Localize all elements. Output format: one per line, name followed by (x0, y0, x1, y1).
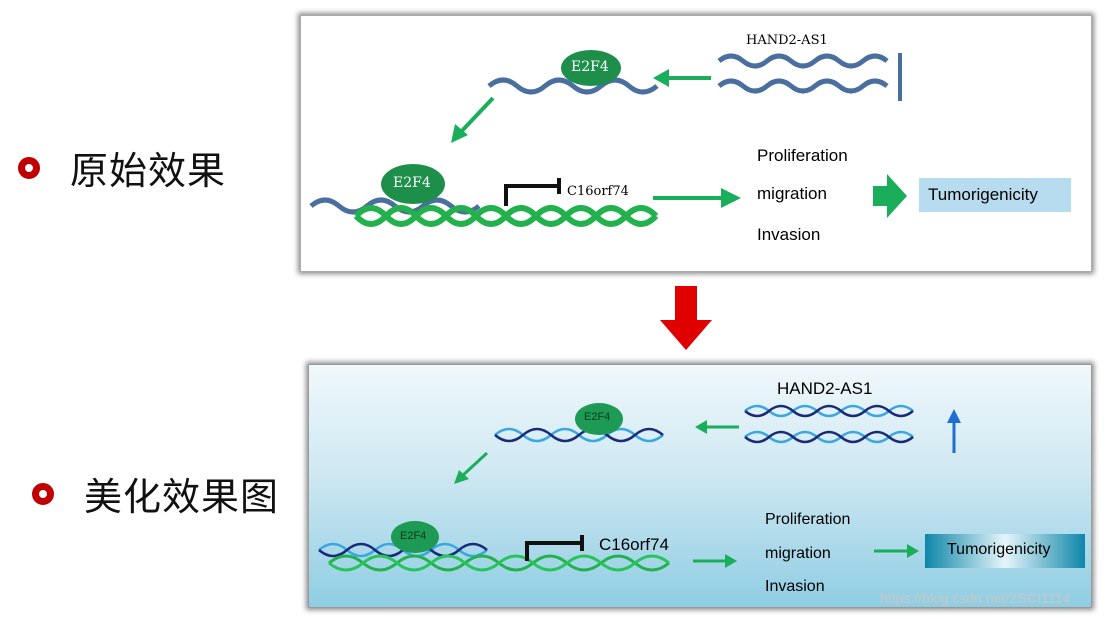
lncrna-label: HAND2-AS1 (777, 379, 873, 398)
lncrna-strand-1 (717, 53, 889, 69)
arrow-diagonal-icon (459, 451, 489, 479)
label-original-text: 原始效果 (70, 149, 227, 193)
tf-top-label: E2F4 (571, 59, 609, 75)
promoter-icon (525, 541, 582, 561)
phenotype-invasion: Invasion (757, 225, 821, 244)
bottom-blue-strand (309, 197, 481, 215)
circle-bullet-icon (32, 482, 54, 505)
arrow-diagonal-icon (457, 96, 495, 136)
phenotype-migration: migration (757, 184, 827, 203)
phenotype-migration: migration (765, 545, 831, 562)
phenotype-proliferation: Proliferation (757, 146, 848, 165)
block-arrow-icon (873, 174, 907, 218)
gene-label: C16orf74 (599, 535, 669, 554)
tf-top-label: E2F4 (584, 411, 611, 423)
tf-bottom-label: E2F4 (400, 530, 427, 542)
watermark: https://blog.csdn.net/ZSCI1114 (880, 590, 1071, 606)
tf-top-blob (575, 403, 623, 435)
tumorigenicity-box (919, 178, 1071, 212)
tumorigenicity-label: Tumorigenicity (947, 541, 1051, 558)
tumorigenicity-label: Tumorigenicity (928, 185, 1038, 204)
tf-bottom-blob (391, 521, 439, 553)
lncrna-label: HAND2-AS1 (746, 33, 828, 48)
phenotype-invasion: Invasion (765, 578, 825, 595)
tumorigenicity-box (925, 534, 1085, 568)
gene-label: C16orf74 (567, 184, 629, 199)
circle-bullet-icon (18, 156, 40, 179)
panel-original: HAND2-AS1 E2F4 E2F4 C16orf74 Proliferati… (300, 15, 1092, 272)
panel-beautified: HAND2-AS1 E2F4 E2F4 C16orf74 Proliferati… (308, 364, 1092, 608)
phenotype-proliferation: Proliferation (765, 511, 851, 528)
beautified-diagram (318, 403, 1085, 572)
tf-top-blob (561, 50, 621, 86)
promoter-icon (504, 184, 559, 206)
label-beautified: 美化效果图 (32, 466, 279, 521)
tf-bottom-label: E2F4 (393, 175, 431, 191)
lncrna-strand-2 (717, 78, 889, 94)
label-original: 原始效果 (18, 140, 226, 195)
top-dna-strand (487, 77, 659, 95)
tf-bottom-blob (381, 164, 445, 204)
original-diagram (309, 50, 1071, 227)
label-beautified-text: 美化效果图 (84, 475, 280, 519)
green-helix-2 (353, 205, 659, 227)
